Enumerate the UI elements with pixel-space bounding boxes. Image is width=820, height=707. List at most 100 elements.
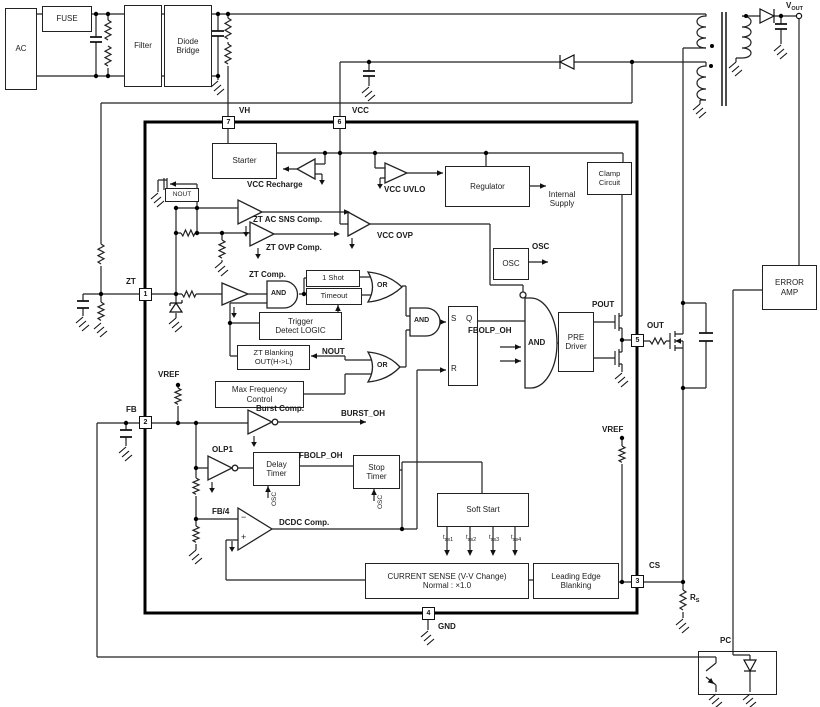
- dcdc-plus: +: [241, 532, 247, 542]
- vh-label: VH: [239, 106, 251, 115]
- filter-block: Filter: [124, 5, 162, 87]
- tss4-label: tss4: [511, 535, 522, 543]
- burst-comp-label: Burst Comp.: [256, 404, 304, 413]
- fb-label: FB: [126, 405, 137, 414]
- pin-5-out: 5: [631, 334, 644, 347]
- and1-text: AND: [271, 290, 287, 297]
- or1-text: OR: [377, 282, 388, 289]
- osc-block: OSC: [493, 248, 529, 280]
- vcc-recharge-comp: [295, 157, 316, 181]
- and-gate-2: [409, 307, 441, 337]
- sr-latch-block: [448, 306, 478, 386]
- pin-1-zt: 1: [139, 288, 152, 301]
- zt-ovp-comp: [249, 220, 276, 248]
- vref-label-cs: VREF: [602, 425, 624, 434]
- vcc-ovp-label: VCC OVP: [377, 231, 414, 240]
- cs-label: CS: [649, 561, 661, 570]
- fbolp-oh-label-2: FBOLP_OH: [299, 451, 343, 460]
- burst-oh-label: BURST_OH: [341, 409, 386, 418]
- starter-block: Starter: [212, 143, 277, 179]
- fbolp-oh-label-1: FBOLP_OH: [468, 326, 512, 335]
- vcc-uvlo-comp: [384, 161, 409, 185]
- photocoupler-block: [698, 651, 777, 695]
- vcc-uvlo-label: VCC UVLO: [384, 185, 426, 194]
- regulator-block: Regulator: [445, 166, 530, 207]
- and-main-text: AND: [528, 338, 546, 347]
- latch-q-label: Q: [466, 314, 473, 323]
- rs-label: RS: [690, 593, 700, 604]
- current-sense-block: CURRENT SENSE (V-V Change)Normal : ×1.0: [365, 563, 529, 599]
- nout-label-box: NOUT: [165, 188, 199, 202]
- zt-zener-icon: [168, 301, 184, 313]
- latch-r-label: R: [451, 364, 457, 373]
- pin-3-cs: 3: [631, 575, 644, 588]
- pin-4-gnd: 4: [422, 607, 435, 620]
- diodes: [168, 8, 776, 673]
- soft-start-block: Soft Start: [437, 493, 529, 527]
- zt-comp: [221, 282, 250, 306]
- vcc-recharge-label: VCC Recharge: [247, 180, 303, 189]
- vout-label: VOUT: [786, 1, 803, 12]
- or2-text: OR: [377, 362, 388, 369]
- fb4-label: FB/4: [212, 507, 230, 516]
- ac-source-block: AC: [5, 8, 37, 90]
- junction-dots: [93, 11, 784, 585]
- dcdc-comp-label: DCDC Comp.: [279, 518, 330, 527]
- osc-out-label: OSC: [532, 242, 550, 251]
- timeout-block: Timeout: [306, 288, 362, 305]
- and2-text: AND: [414, 317, 430, 324]
- osc-rotated-label-1: OSC: [271, 491, 278, 506]
- comparators: [207, 157, 527, 552]
- latch-s-label: S: [451, 314, 457, 323]
- ic-boundary: [143, 120, 639, 615]
- wires: [35, 12, 800, 692]
- pin-6-vcc: 6: [333, 116, 346, 129]
- or-gate-2: [366, 351, 401, 383]
- olp1-label: OLP1: [212, 445, 233, 454]
- capacitors: [77, 23, 787, 438]
- vref-label-fb: VREF: [158, 370, 180, 379]
- and-gate-main: [524, 297, 558, 389]
- or-gate-1: [366, 271, 403, 303]
- zt-ac-sns-label: ZT AC SNS Comp.: [253, 215, 323, 224]
- dcdc-comp: [237, 506, 274, 552]
- pin-2-fb: 2: [139, 416, 152, 429]
- zt-ac-sns-comp: [237, 198, 264, 226]
- gnd-label: GND: [438, 622, 456, 631]
- zt-comp-label: ZT Comp.: [249, 270, 286, 279]
- tss3-label: tss3: [489, 535, 500, 543]
- tss2-label: tss2: [466, 535, 477, 543]
- fuse-block: FUSE: [42, 6, 92, 32]
- vout-terminal: [795, 12, 803, 20]
- burst-comp: [247, 408, 274, 436]
- logic-gates: [266, 271, 558, 389]
- out-label: OUT: [647, 321, 664, 330]
- pin-7-vh: 7: [222, 116, 235, 129]
- and-gate-1: [266, 280, 299, 309]
- zt-ovp-label: ZT OVP Comp.: [266, 243, 322, 252]
- osc-rotated-label-2: OSC: [377, 494, 384, 509]
- vcc-label: VCC: [352, 106, 369, 115]
- one-shot-block: 1 Shot: [306, 270, 360, 287]
- tss1-label: tss1: [443, 535, 454, 543]
- dcdc-minus: −: [241, 512, 247, 522]
- pout-label: POUT: [592, 300, 615, 309]
- vcc-ovp-comp: [347, 210, 372, 238]
- nout-signal-label: NOUT: [322, 347, 345, 356]
- pc-label: PC: [720, 636, 732, 645]
- pc-led-icon: [742, 659, 758, 673]
- zt-label: ZT: [126, 277, 136, 286]
